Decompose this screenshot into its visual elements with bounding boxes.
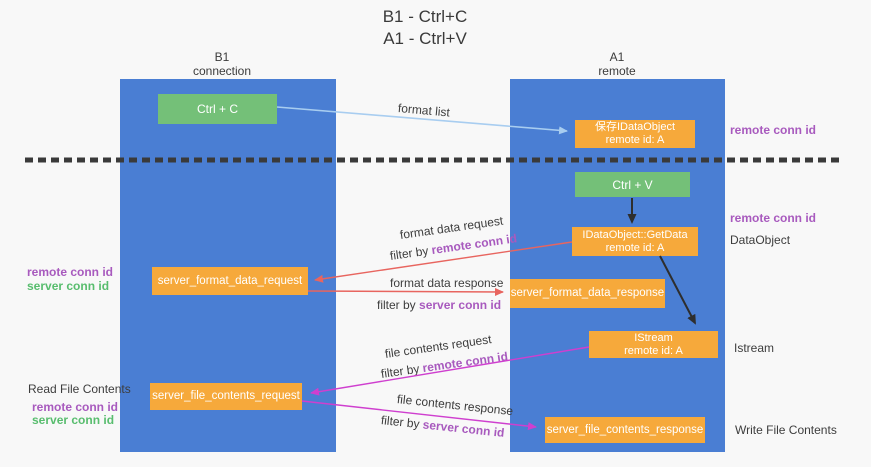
ctrl-v-box: Ctrl + V xyxy=(575,172,690,197)
idataobject-getdata-box: IDataObject::GetData remote id: A xyxy=(572,227,698,256)
istream-annotation: Istream xyxy=(734,341,775,355)
format-list-label: format list xyxy=(397,101,451,120)
save-idataobject-line2: remote id: A xyxy=(605,134,665,146)
column-b1-name: B1 xyxy=(214,50,230,64)
column-header-a1: A1 remote xyxy=(557,50,677,78)
getdata-line2: remote id: A xyxy=(605,241,665,254)
server-file-contents-response-box: server_file_contents_response xyxy=(545,417,705,443)
server-conn-id-annotation-left: server conn id xyxy=(27,279,110,293)
remote-conn-id-annotation-top: remote conn id xyxy=(730,123,817,137)
save-idataobject-box: 保存IDataObject remote id: A xyxy=(575,120,695,148)
server-conn-id-text: server conn id xyxy=(419,298,502,312)
read-file-contents-annotation: Read File Contents xyxy=(28,382,131,396)
server-conn-id-annotation-bottom-left: server conn id xyxy=(32,413,115,427)
filter-by-text: filter by xyxy=(380,361,421,381)
format-data-response-label: format data response xyxy=(390,276,504,290)
column-b1-subtitle: connection xyxy=(192,64,252,78)
server-format-data-response-box: server_format_data_response xyxy=(510,279,665,308)
file-contents-response-label: file contents response xyxy=(396,392,514,419)
column-a1-name: A1 xyxy=(609,50,625,64)
server-format-data-request-box: server_format_data_request xyxy=(152,267,308,295)
filter-by-server-1-label: filter by server conn id xyxy=(377,298,501,312)
title-line-2: A1 - Ctrl+V xyxy=(383,29,467,48)
format-data-response-arrow xyxy=(307,287,504,296)
filter-by-server-2-label: filter by server conn id xyxy=(380,413,505,440)
ctrl-c-box: Ctrl + C xyxy=(158,94,277,124)
server-file-contents-request-box: server_file_contents_request xyxy=(150,383,302,410)
dataobject-annotation: DataObject xyxy=(730,233,791,247)
server-conn-id-text: server conn id xyxy=(422,417,506,440)
remote-conn-id-annotation-mid: remote conn id xyxy=(730,211,817,225)
filter-by-text: filter by xyxy=(377,298,416,312)
filter-by-text: filter by xyxy=(380,413,421,432)
istream-box: IStream remote id: A xyxy=(589,331,718,358)
remote-conn-id-annotation-left: remote conn id xyxy=(27,265,114,279)
istream-line2: remote id: A xyxy=(624,344,683,357)
title-line-1: B1 - Ctrl+C xyxy=(382,7,468,26)
save-idataobject-line1: 保存IDataObject xyxy=(594,121,676,133)
column-header-b1: B1 connection xyxy=(162,50,282,78)
page-title: B1 - Ctrl+C A1 - Ctrl+V xyxy=(310,6,540,50)
getdata-line1: IDataObject::GetData xyxy=(582,228,688,241)
remote-conn-id-annotation-bottom-left: remote conn id xyxy=(32,400,119,414)
istream-line1: IStream xyxy=(634,331,673,344)
write-file-contents-annotation: Write File Contents xyxy=(735,423,837,437)
filter-by-text: filter by xyxy=(389,243,430,263)
column-a1-subtitle: remote xyxy=(598,64,636,78)
